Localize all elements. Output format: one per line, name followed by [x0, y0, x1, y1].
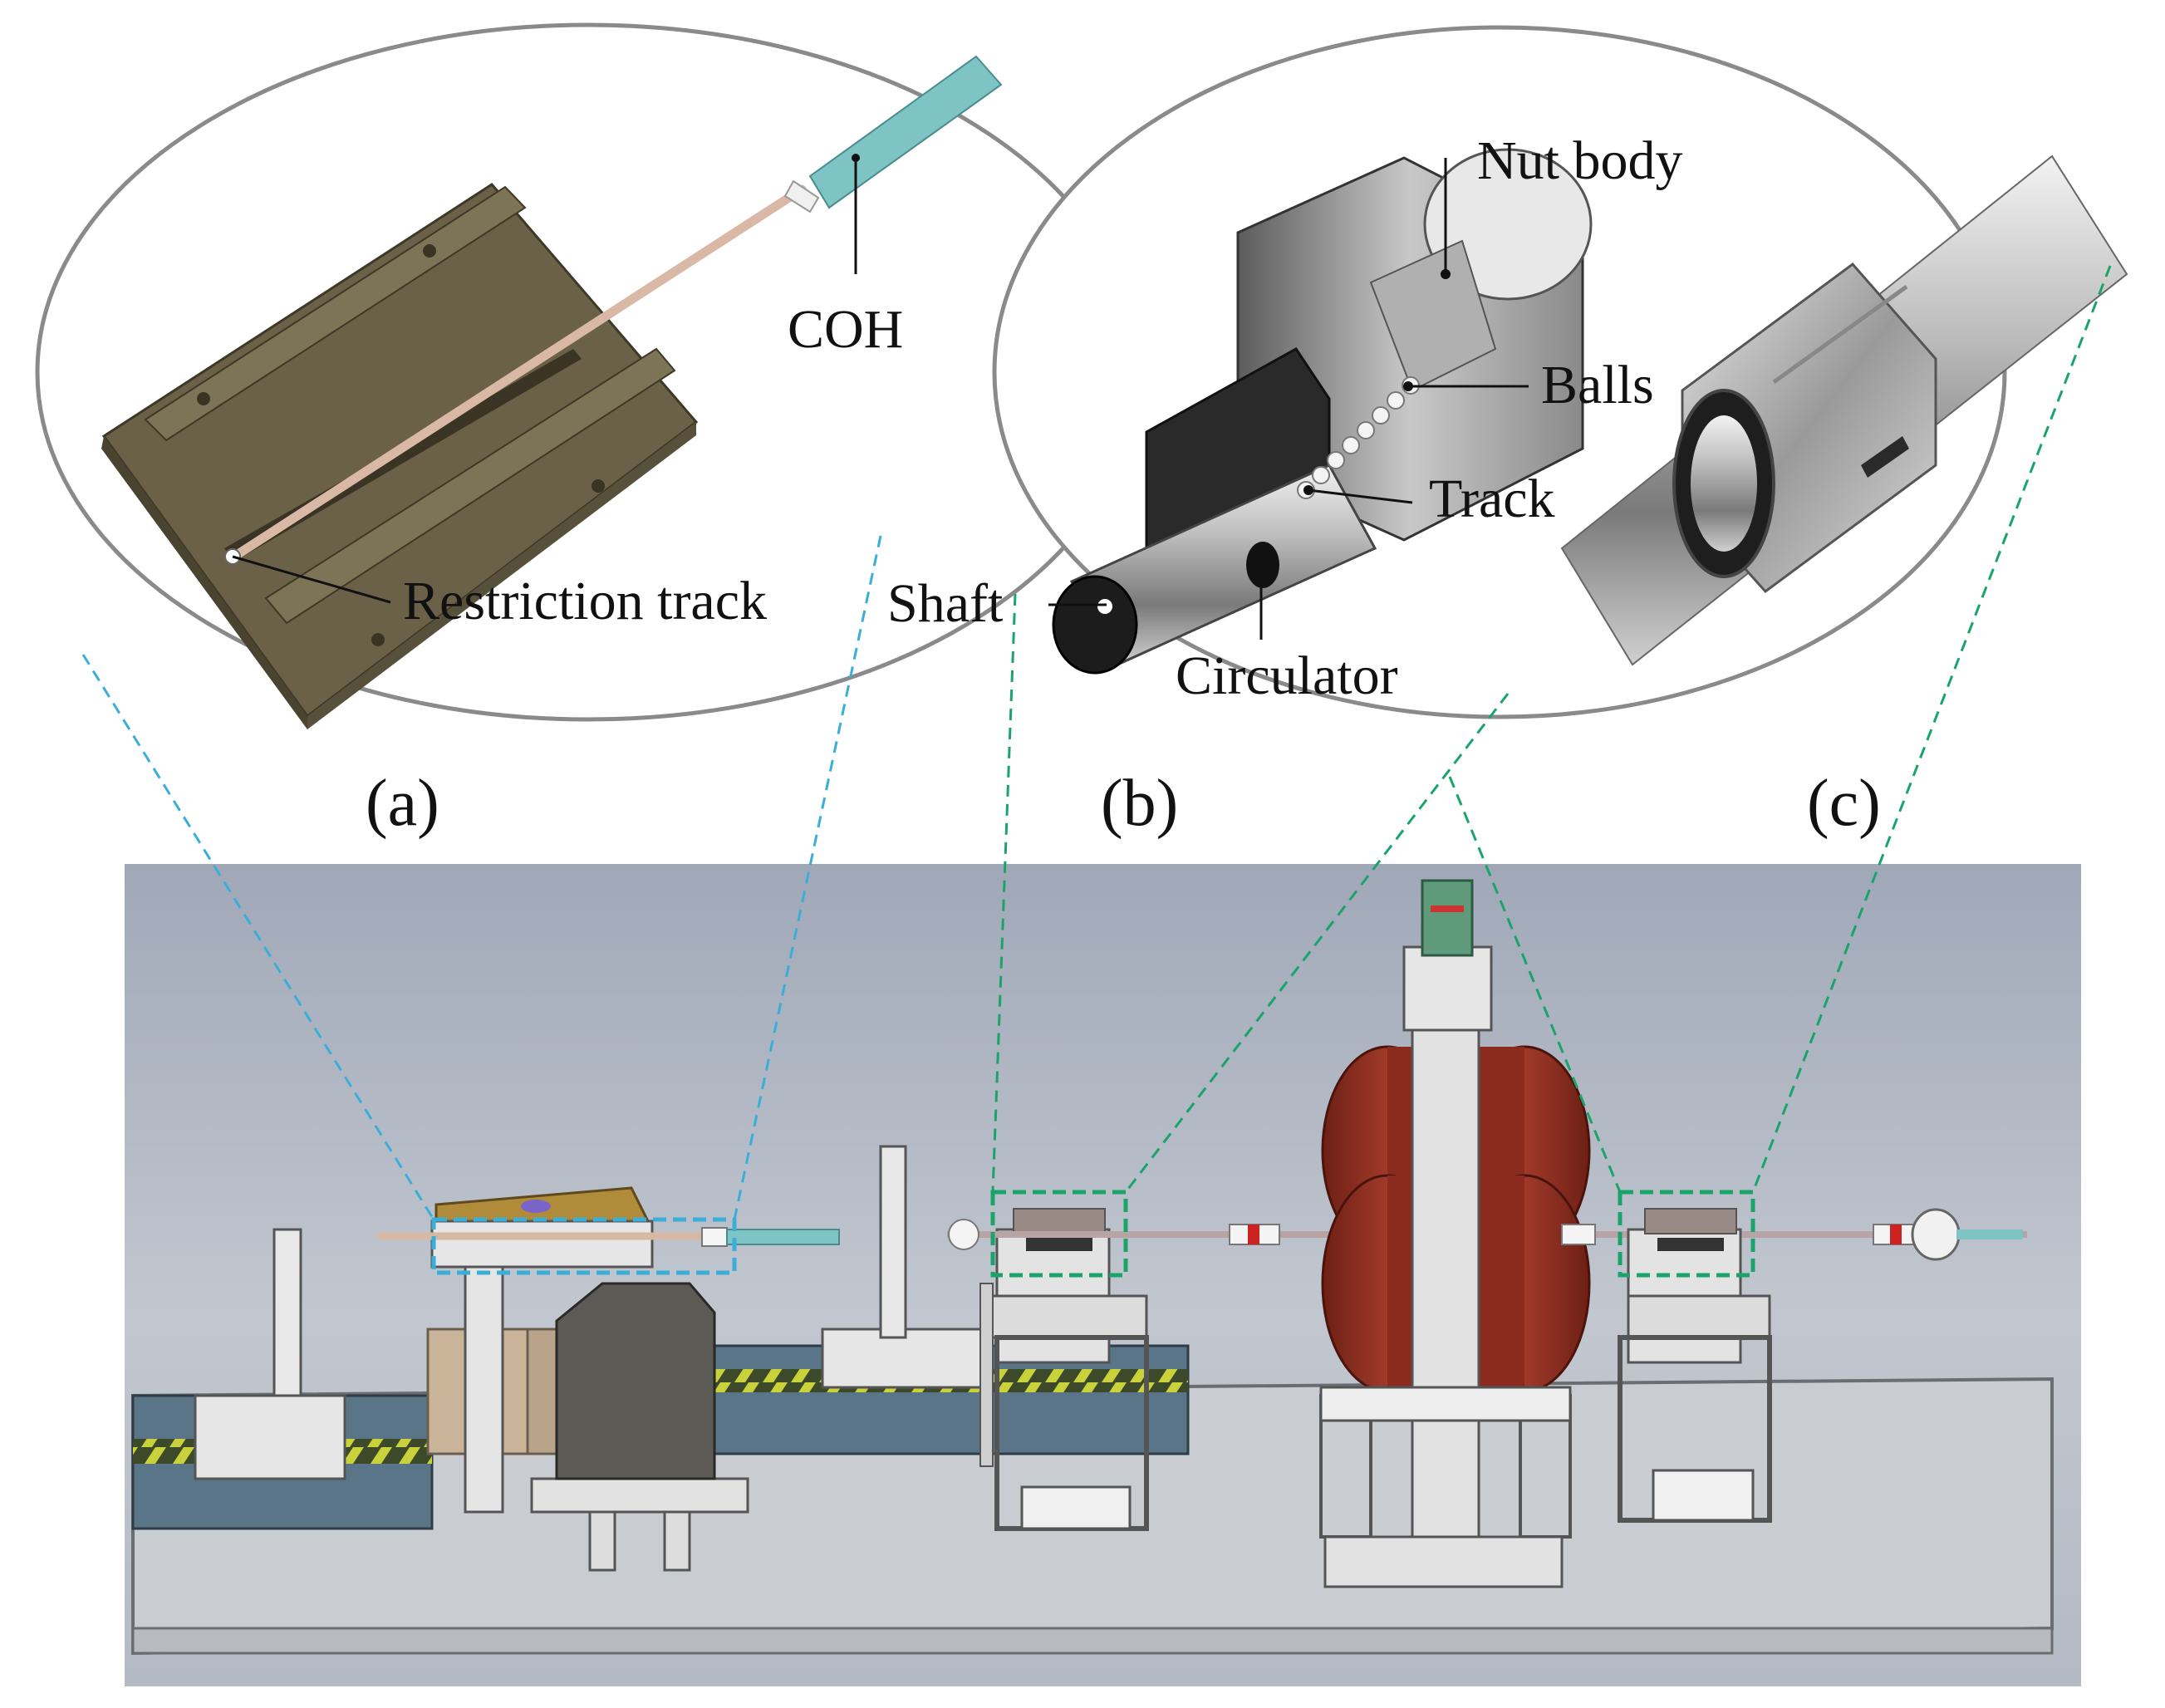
carriage-c: [1618, 1208, 1772, 1523]
panel-a: COH Restriction track: [35, 22, 1141, 729]
callout-leaders-bc: [991, 265, 2112, 1193]
panel-c-linear-bearing: [1560, 155, 2128, 666]
track-label: Track: [1429, 469, 1555, 529]
shaft-label: Shaft: [887, 573, 1003, 634]
callout-leaders-a: [81, 535, 882, 1220]
callout-box-b: [990, 1190, 1128, 1278]
circulator-label: Circulator: [1176, 645, 1398, 706]
panel-a-letter: (a): [366, 767, 439, 840]
ball-screw-cutaway: [1052, 148, 1593, 675]
panel-b-letter: (b): [1101, 767, 1178, 840]
linear-bearing-icon: [1560, 155, 2128, 666]
restriction-track-label: Restriction track: [403, 571, 767, 631]
panel-c-letter: (c): [1807, 767, 1881, 840]
restriction-track-leader: [232, 555, 391, 604]
balls-label: Balls: [1541, 355, 1654, 415]
bolt-hole-icon: [197, 244, 605, 646]
carriage-b: [979, 1208, 1149, 1531]
coh-rod: [224, 55, 1003, 565]
callout-box-a: [431, 1217, 737, 1275]
nut-body-label: Nut body: [1477, 130, 1683, 191]
motor-block: [555, 1282, 716, 1480]
panel-b-leaders: [1048, 158, 1529, 640]
main-apparatus-scene: [125, 864, 2081, 1686]
callout-box-c: [1618, 1190, 1755, 1278]
coh-label: COH: [788, 299, 903, 360]
